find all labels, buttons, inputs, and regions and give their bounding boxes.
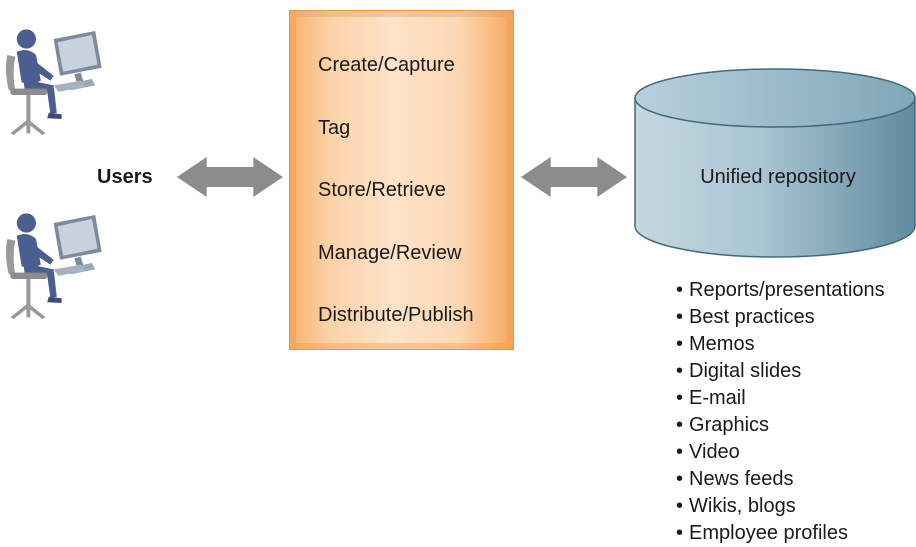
- list-item: Digital slides: [676, 358, 885, 385]
- content-types-list: Reports/presentations Best practices Mem…: [676, 277, 885, 547]
- users-label: Users: [97, 166, 153, 188]
- list-item: Employee profiles: [676, 520, 885, 547]
- list-item: News feeds: [676, 466, 885, 493]
- list-item: Wikis, blogs: [676, 493, 885, 520]
- user-at-computer-icon: [4, 12, 140, 162]
- step-tag: Tag: [318, 117, 351, 139]
- repository-cylinder: [634, 68, 916, 258]
- double-arrow-icon: [521, 157, 627, 197]
- list-item: Graphics: [676, 412, 885, 439]
- list-item: Best practices: [676, 304, 885, 331]
- user-at-computer-icon: [4, 196, 140, 346]
- list-item: Reports/presentations: [676, 277, 885, 304]
- list-item: Video: [676, 439, 885, 466]
- repository-label: Unified repository: [700, 166, 856, 188]
- step-store-retrieve: Store/Retrieve: [318, 179, 446, 201]
- step-manage-review: Manage/Review: [318, 242, 462, 264]
- step-create-capture: Create/Capture: [318, 54, 455, 76]
- process-steps-box: Create/Capture Tag Store/Retrieve Manage…: [289, 10, 514, 350]
- step-distribute-publish: Distribute/Publish: [318, 304, 474, 326]
- double-arrow-icon: [177, 157, 283, 197]
- list-item: Memos: [676, 331, 885, 358]
- list-item: E-mail: [676, 385, 885, 412]
